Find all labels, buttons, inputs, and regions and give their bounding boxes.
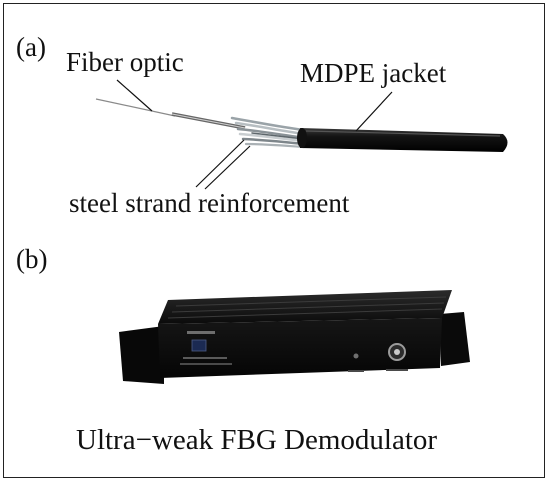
steel-leader-line: [195, 139, 245, 188]
cable-jacket: [300, 128, 508, 152]
steel-strands: [230, 116, 306, 149]
panel-a-label: (a): [16, 32, 46, 62]
bare-fiber: [95, 98, 176, 117]
demodulator-caption: Ultra−weak FBG Demodulator: [76, 424, 438, 456]
fiber-leader-line: [116, 79, 153, 112]
status-led-icon: [353, 353, 359, 359]
fiber-optic-label: Fiber optic: [66, 47, 184, 77]
figure-border: [3, 3, 545, 478]
jacket-leader-line: [355, 91, 393, 132]
rack-ear-left: [119, 326, 164, 384]
cable-photo: [95, 98, 508, 152]
panel-b-label: (b): [16, 244, 48, 274]
rack-ear-right: [440, 312, 470, 366]
callout-leaders: [116, 79, 393, 190]
steel-strand-label: steel strand reinforcement: [69, 188, 350, 218]
panel-logo-icon: [191, 339, 207, 352]
demodulator-photo: [119, 290, 470, 384]
mdpe-jacket-label: MDPE jacket: [300, 58, 447, 88]
